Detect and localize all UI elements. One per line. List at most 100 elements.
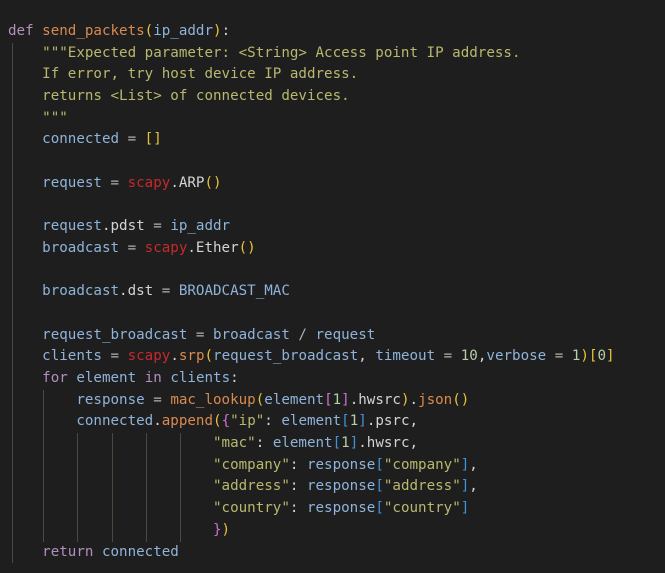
code-token: 0: [597, 348, 607, 365]
code-token: request_broadcast: [213, 348, 359, 365]
code-line: [8, 151, 615, 173]
code-token: .: [153, 413, 162, 430]
code-token: [: [375, 478, 384, 495]
code-token: .Ether: [187, 239, 239, 256]
code-token: "address": [383, 478, 461, 495]
code-token: :: [289, 500, 307, 517]
code-line: "company": response["company"],: [8, 455, 615, 477]
code-token: ,: [469, 478, 478, 495]
code-token: request: [42, 174, 102, 191]
code-token: [: [588, 348, 598, 365]
code-token: (): [452, 391, 470, 408]
code-line: connected.append({"ip": element[1].psrc,: [8, 411, 615, 433]
code-token: .ARP: [170, 174, 205, 191]
code-token: =: [153, 283, 179, 300]
code-line: "mac": element[1].hwsrc,: [8, 433, 615, 455]
code-token: [: [332, 435, 342, 452]
code-token: []: [144, 131, 162, 148]
code-token: send_packets: [42, 23, 145, 39]
code-token: :: [221, 23, 231, 39]
code-token: clients: [170, 370, 231, 386]
code-token: =: [101, 348, 128, 365]
code-line: If error, try host device IP address.: [8, 64, 615, 86]
code-token: [: [324, 391, 333, 408]
code-token: "address": [213, 478, 290, 495]
code-line: """Expected parameter: <String> Access p…: [8, 43, 615, 65]
code-line: }): [8, 520, 615, 542]
code-token: ): [213, 23, 222, 39]
code-token: broadcast: [42, 283, 120, 300]
code-token: connected: [76, 413, 154, 430]
code-token: =: [546, 348, 572, 365]
code-token: :: [289, 478, 307, 495]
indent-guide: [180, 433, 182, 542]
code-token: ip_addr: [170, 218, 231, 235]
code-token: request_broadcast: [42, 326, 188, 343]
code-token: ): [400, 391, 410, 408]
code-token: "country": [383, 500, 461, 517]
code-token: =: [144, 218, 171, 235]
code-token: /: [289, 326, 316, 343]
code-token: ]: [349, 435, 359, 452]
code-token: :: [230, 370, 239, 386]
code-token: .psrc,: [366, 413, 419, 430]
code-line: broadcast = scapy.Ether(): [8, 238, 615, 260]
code-token: 1: [349, 413, 359, 430]
code-line: for element in clients:: [8, 368, 615, 390]
code-token: json: [418, 391, 453, 408]
code-token: {: [221, 413, 231, 430]
indent-guide: [111, 433, 113, 542]
code-token: 1: [341, 435, 350, 452]
code-token: :: [289, 456, 307, 473]
code-token: in: [144, 370, 162, 386]
code-token: (: [255, 391, 265, 408]
code-token: append: [161, 413, 214, 430]
indent-guide: [12, 42, 14, 564]
indent-guide: [43, 389, 45, 542]
code-token: [: [375, 456, 384, 473]
code-token: :: [255, 435, 273, 452]
code-token: .: [170, 348, 179, 365]
code-token: "ip": [230, 413, 265, 430]
code-token: srp: [178, 348, 205, 365]
code-line: request = scapy.ARP(): [8, 173, 615, 195]
code-editor[interactable]: def send_packets(ip_addr): """Expected p…: [8, 21, 615, 564]
code-token: (: [144, 23, 154, 39]
code-token: =: [144, 391, 171, 408]
code-token: =: [101, 174, 128, 191]
code-token: [93, 544, 102, 560]
code-token: scapy: [127, 348, 171, 365]
code-line: request.pdst = ip_addr: [8, 216, 615, 238]
indent: [8, 413, 76, 429]
code-token: response: [76, 391, 145, 408]
code-token: request: [315, 326, 376, 343]
code-token: element: [272, 435, 333, 452]
code-token: ): [580, 348, 589, 365]
code-token: "company": [383, 456, 461, 473]
code-line: [8, 303, 615, 325]
code-line: connected = []: [8, 129, 615, 151]
code-line: """: [8, 108, 615, 130]
code-token: .hwsrc: [349, 391, 401, 408]
indent: [8, 522, 213, 538]
code-token: mac_lookup: [170, 391, 256, 408]
code-token: returns <List> of connected devices.: [42, 88, 350, 105]
code-token: 10: [460, 348, 478, 365]
code-token: [136, 370, 145, 386]
code-token: response: [306, 456, 376, 473]
code-token: """: [42, 109, 68, 126]
code-token: (): [238, 239, 256, 256]
code-token: ,: [477, 348, 487, 365]
code-token: ip_addr: [153, 23, 214, 39]
code-token: .dst: [119, 283, 154, 300]
code-token: "mac": [213, 435, 256, 452]
code-token: def: [8, 23, 34, 39]
code-line: "address": response["address"],: [8, 476, 615, 498]
code-token: [: [375, 500, 384, 517]
code-token: ]: [460, 500, 470, 517]
code-line: clients = scapy.srp(request_broadcast, t…: [8, 346, 614, 368]
code-token: scapy: [144, 239, 188, 256]
code-token: 1: [571, 348, 581, 365]
code-token: .hwsrc,: [358, 435, 419, 452]
indent-guide: [145, 433, 147, 542]
